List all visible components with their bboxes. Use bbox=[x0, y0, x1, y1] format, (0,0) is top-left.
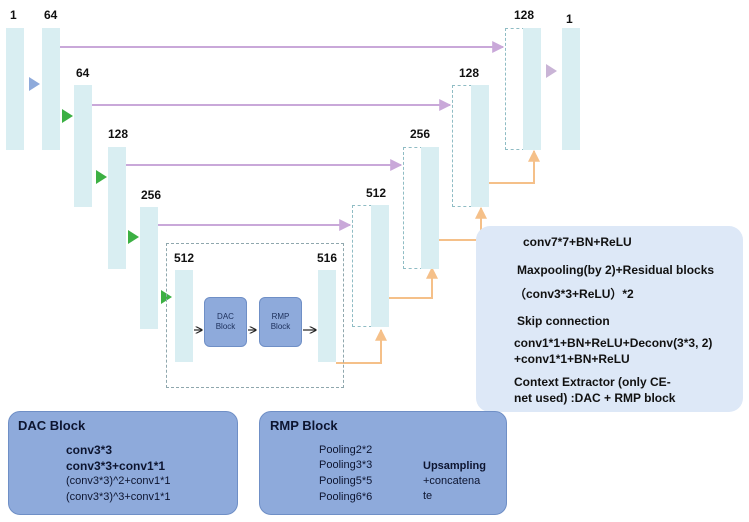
dac-block-label: DAC Block bbox=[215, 312, 236, 331]
rmp-block-label: RMP Block bbox=[270, 312, 291, 331]
decoder-dashed-3 bbox=[403, 147, 423, 269]
maxpool-arrow-1 bbox=[62, 109, 73, 123]
decoder-bar-2 bbox=[471, 85, 489, 207]
decoder-path-3 bbox=[439, 206, 487, 241]
legend-context-text-1: Context Extractor (only CE- bbox=[514, 375, 671, 389]
rmp-panel bbox=[259, 411, 507, 515]
output-bar bbox=[562, 28, 580, 150]
legend-decoder-text-1: conv1*1+BN+ReLU+Deconv(3*3, 2) bbox=[514, 336, 713, 350]
conv7-arrow bbox=[29, 77, 40, 91]
encoder-bar-4 bbox=[140, 207, 158, 329]
rmp-output-2: +concatena bbox=[423, 475, 481, 487]
center-bar-2 bbox=[318, 270, 336, 362]
rmp-panel-title: RMP Block bbox=[270, 418, 338, 433]
conv3-arrow bbox=[546, 64, 557, 78]
decoder-dashed-4 bbox=[352, 205, 372, 327]
label-c2: 516 bbox=[317, 251, 338, 265]
dac-panel bbox=[8, 411, 238, 515]
dac-block: DAC Block bbox=[204, 297, 247, 347]
encoder-bar-1 bbox=[42, 28, 60, 150]
label-out: 1 bbox=[566, 12, 573, 26]
legend-conv7-text: conv7*7+BN+ReLU bbox=[523, 235, 632, 249]
center-bar-1 bbox=[175, 270, 193, 362]
legend-panel bbox=[476, 226, 743, 412]
maxpool-arrow-3 bbox=[128, 230, 139, 244]
legend-context-text-2: net used) :DAC + RMP block bbox=[514, 391, 676, 405]
decoder-bar-4 bbox=[371, 205, 389, 327]
rmp-item-2: Pooling3*3 bbox=[319, 459, 373, 471]
rmp-output-1: Upsampling bbox=[423, 460, 486, 472]
legend-decoder-text-2: +conv1*1+BN+ReLU bbox=[514, 352, 630, 366]
legend-skip-text: Skip connection bbox=[517, 314, 610, 328]
decoder-bar-1 bbox=[523, 28, 541, 150]
label-e4: 256 bbox=[141, 188, 162, 202]
label-d4: 512 bbox=[366, 186, 387, 200]
dac-item-1: conv3*3 bbox=[66, 443, 113, 457]
rmp-output-3: te bbox=[423, 490, 433, 502]
dac-item-2: conv3*3+conv1*1 bbox=[66, 459, 166, 473]
decoder-dashed-2 bbox=[452, 85, 472, 207]
input-bar bbox=[6, 28, 24, 150]
decoder-dashed-1 bbox=[505, 28, 525, 150]
encoder-bar-2 bbox=[74, 85, 92, 207]
label-d1: 128 bbox=[514, 8, 535, 22]
rmp-item-4: Pooling6*6 bbox=[319, 491, 373, 503]
label-c1: 512 bbox=[174, 251, 195, 265]
rmp-item-1: Pooling2*2 bbox=[319, 444, 373, 456]
dac-panel-title: DAC Block bbox=[18, 418, 86, 433]
label-e1: 64 bbox=[44, 8, 58, 22]
label-in: 1 bbox=[10, 8, 17, 22]
label-e2: 64 bbox=[76, 66, 90, 80]
label-e3: 128 bbox=[108, 127, 129, 141]
rmp-block: RMP Block bbox=[259, 297, 302, 347]
legend-conv3-text: （conv3*3+ReLU）*2 bbox=[514, 287, 634, 301]
decoder-path-4 bbox=[489, 149, 540, 184]
decoder-path-2 bbox=[389, 266, 438, 299]
dac-item-3: (conv3*3)^2+conv1*1 bbox=[66, 475, 171, 487]
label-d3: 256 bbox=[410, 127, 431, 141]
decoder-path-1 bbox=[336, 328, 387, 364]
dac-item-4: (conv3*3)^3+conv1*1 bbox=[66, 491, 171, 503]
maxpool-arrow-2 bbox=[96, 170, 107, 184]
label-d2: 128 bbox=[459, 66, 480, 80]
encoder-bar-3 bbox=[108, 147, 126, 269]
context-extractor-box bbox=[166, 243, 344, 388]
rmp-item-3: Pooling5*5 bbox=[319, 475, 373, 487]
legend-maxpool-text: Maxpooling(by 2)+Residual blocks bbox=[517, 263, 715, 277]
decoder-bar-3 bbox=[421, 147, 439, 269]
